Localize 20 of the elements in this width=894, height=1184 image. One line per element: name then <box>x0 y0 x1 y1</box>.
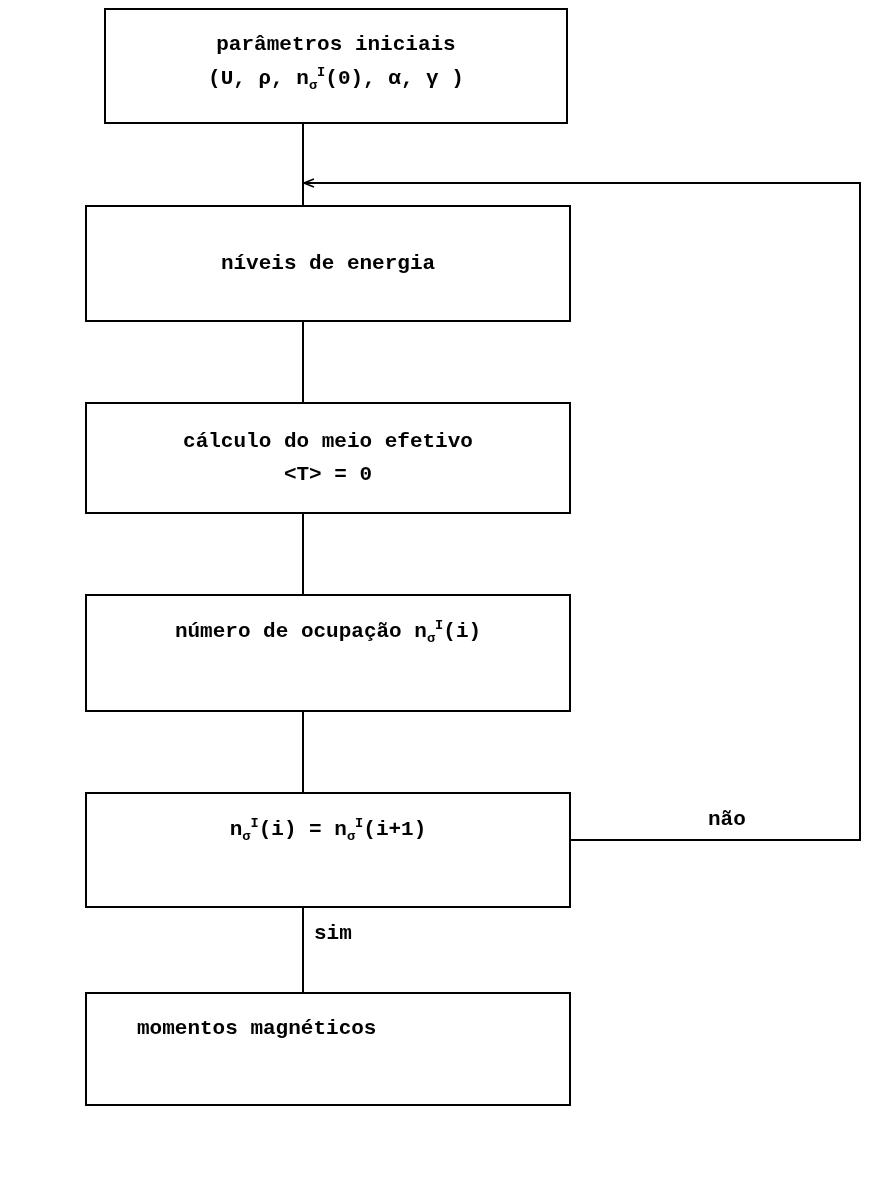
box-text: parâmetros iniciais <box>216 32 456 58</box>
connector-line <box>302 711 304 793</box>
box-text: número de ocupação n$_{σ}$$^{I}$(i) <box>174 618 482 648</box>
box-formula: <T> = 0 <box>283 462 373 488</box>
box-text: momentos magnéticos <box>137 1016 377 1042</box>
process-box <box>85 792 571 908</box>
arrow <box>303 178 861 841</box>
box-text: n$_{σ}$$^{I}$(i) = n$_{σ}$$^{I}$(i+1) <box>229 816 427 846</box>
process-box <box>85 992 571 1106</box>
connector-line <box>302 907 304 993</box>
connector-line <box>302 321 304 403</box>
process-box <box>104 8 568 124</box>
box-formula: (U, ρ, n$_{σ}$$^{I}$(0), α, γ ) <box>208 65 464 95</box>
connector-line <box>302 123 304 206</box>
process-box <box>85 402 571 514</box>
connector-line <box>302 513 304 595</box>
process-box <box>85 205 571 322</box>
box-text: cálculo do meio efetivo <box>183 428 473 454</box>
process-box <box>85 594 571 712</box>
box-text: níveis de energia <box>220 250 436 277</box>
